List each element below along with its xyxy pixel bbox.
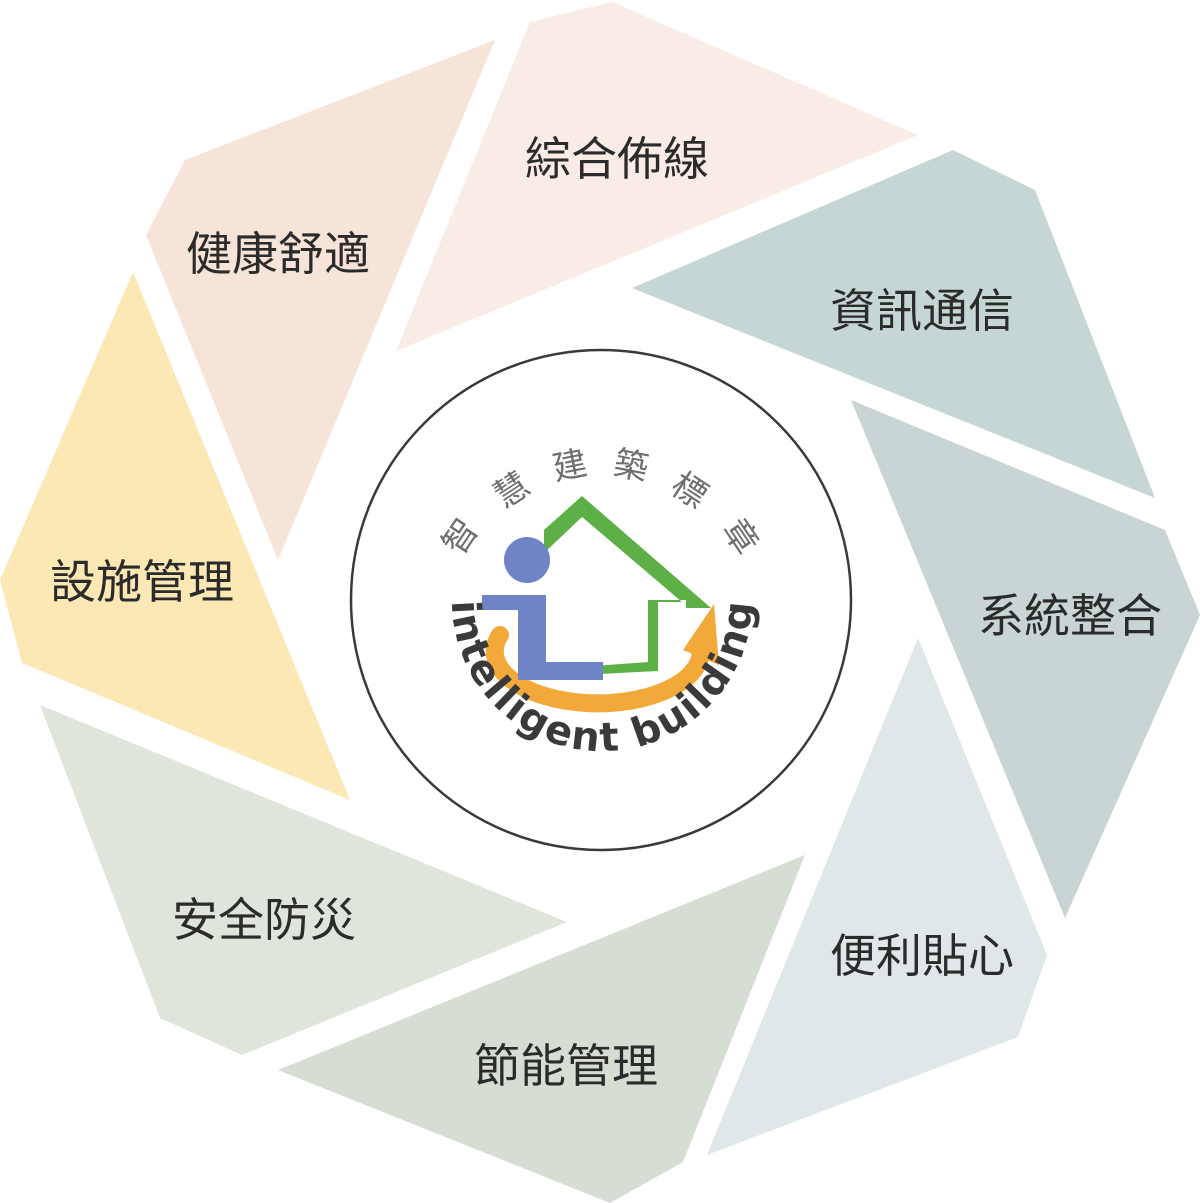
segment-system-integration (851, 400, 1200, 918)
label-facility-management: 設施管理 (50, 555, 234, 609)
house-icon (544, 496, 711, 675)
intelligent-building-logo: 智 慧 建 築 標 章 intelligent building (349, 348, 853, 852)
logo-title-char: 建 (549, 443, 590, 489)
segment-convenience (707, 638, 1047, 1155)
segment-energy-management (278, 855, 805, 1203)
label-safety-disaster: 安全防災 (172, 893, 356, 947)
segment-health-comfort (146, 40, 495, 560)
segment-labels: 綜合佈線 資訊通信 系統整合 便利貼心 節能管理 安全防災 設施管理 健康舒適 (50, 132, 1162, 1093)
label-system-integration: 系統整合 (978, 589, 1162, 643)
label-health-comfort: 健康舒適 (186, 227, 370, 281)
segment-safety-disaster (40, 705, 567, 1055)
logo-ring (349, 348, 853, 852)
person-icon (482, 537, 603, 680)
segment-facility-management (0, 272, 350, 800)
segment-information-communication (632, 150, 1155, 498)
segment-integrated-wiring (396, 2, 918, 351)
logo-title-char: 築 (611, 443, 652, 489)
label-convenience: 便利貼心 (830, 929, 1014, 983)
label-integrated-wiring: 綜合佈線 (525, 132, 709, 186)
label-information-communication: 資訊通信 (830, 284, 1014, 338)
label-energy-management: 節能管理 (474, 1039, 658, 1093)
arrow-icon (485, 604, 719, 713)
